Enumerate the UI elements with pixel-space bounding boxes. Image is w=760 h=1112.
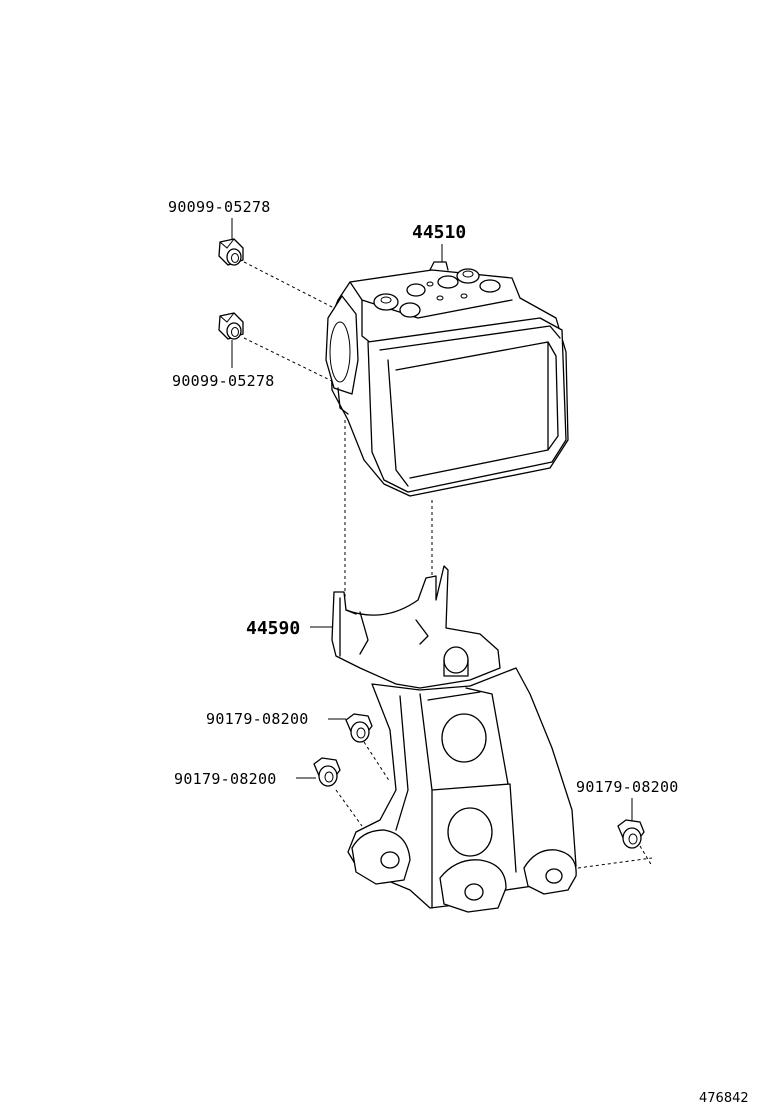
actuator-ports bbox=[373, 268, 501, 318]
part-label-nut-upper[interactable]: 90099-05278 bbox=[168, 198, 271, 216]
nut-upper-icon[interactable] bbox=[218, 238, 244, 266]
part-label-bracket[interactable]: 44590 bbox=[246, 618, 300, 639]
abs-actuator[interactable] bbox=[325, 261, 569, 497]
bracket-hole-lower bbox=[447, 807, 493, 857]
bolt-2-icon[interactable] bbox=[313, 757, 341, 787]
part-label-bolt-1[interactable]: 90179-08200 bbox=[206, 710, 309, 728]
nut-lower-icon[interactable] bbox=[218, 312, 244, 340]
part-label-nut-lower[interactable]: 90099-05278 bbox=[172, 372, 275, 390]
part-label-bolt-3[interactable]: 90179-08200 bbox=[576, 778, 679, 796]
bracket[interactable] bbox=[331, 565, 577, 913]
bolt-3-icon[interactable] bbox=[617, 819, 645, 849]
part-label-bolt-2[interactable]: 90179-08200 bbox=[174, 770, 277, 788]
assembly-dash-lines bbox=[243, 261, 653, 869]
bolt-1-icon[interactable] bbox=[345, 713, 373, 743]
part-label-actuator[interactable]: 44510 bbox=[412, 222, 466, 243]
diagram-id: 476842 bbox=[699, 1091, 749, 1106]
bracket-hole-upper bbox=[441, 713, 487, 763]
